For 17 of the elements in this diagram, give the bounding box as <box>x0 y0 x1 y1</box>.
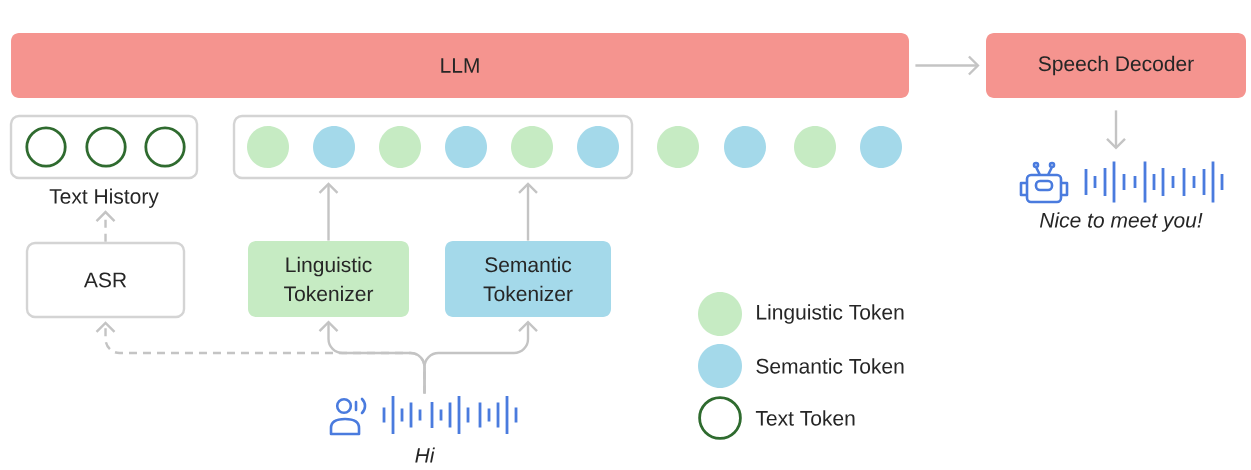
legend-label: Text Token <box>755 410 855 426</box>
arrow <box>423 320 538 394</box>
arrow <box>915 55 980 76</box>
speech-text: Hi <box>415 447 435 463</box>
arrow <box>95 210 116 242</box>
process-box: ASR <box>25 241 186 319</box>
arrow <box>1106 110 1126 150</box>
arrow <box>518 182 538 241</box>
legend-label: Linguistic Token <box>757 304 904 324</box>
arrow <box>318 182 339 241</box>
llm-bar: LLM <box>11 33 909 98</box>
speech-text: Nice to meet you! <box>1039 212 1203 232</box>
legend-label: Semantic Token <box>756 358 904 374</box>
box-heading: Text History <box>49 188 159 208</box>
decoder-box: Speech Decoder <box>986 33 1246 98</box>
tokenizer-box: Semantic Tokenizer <box>445 241 611 317</box>
tokenizer-box: Linguistic Tokenizer <box>248 241 409 317</box>
